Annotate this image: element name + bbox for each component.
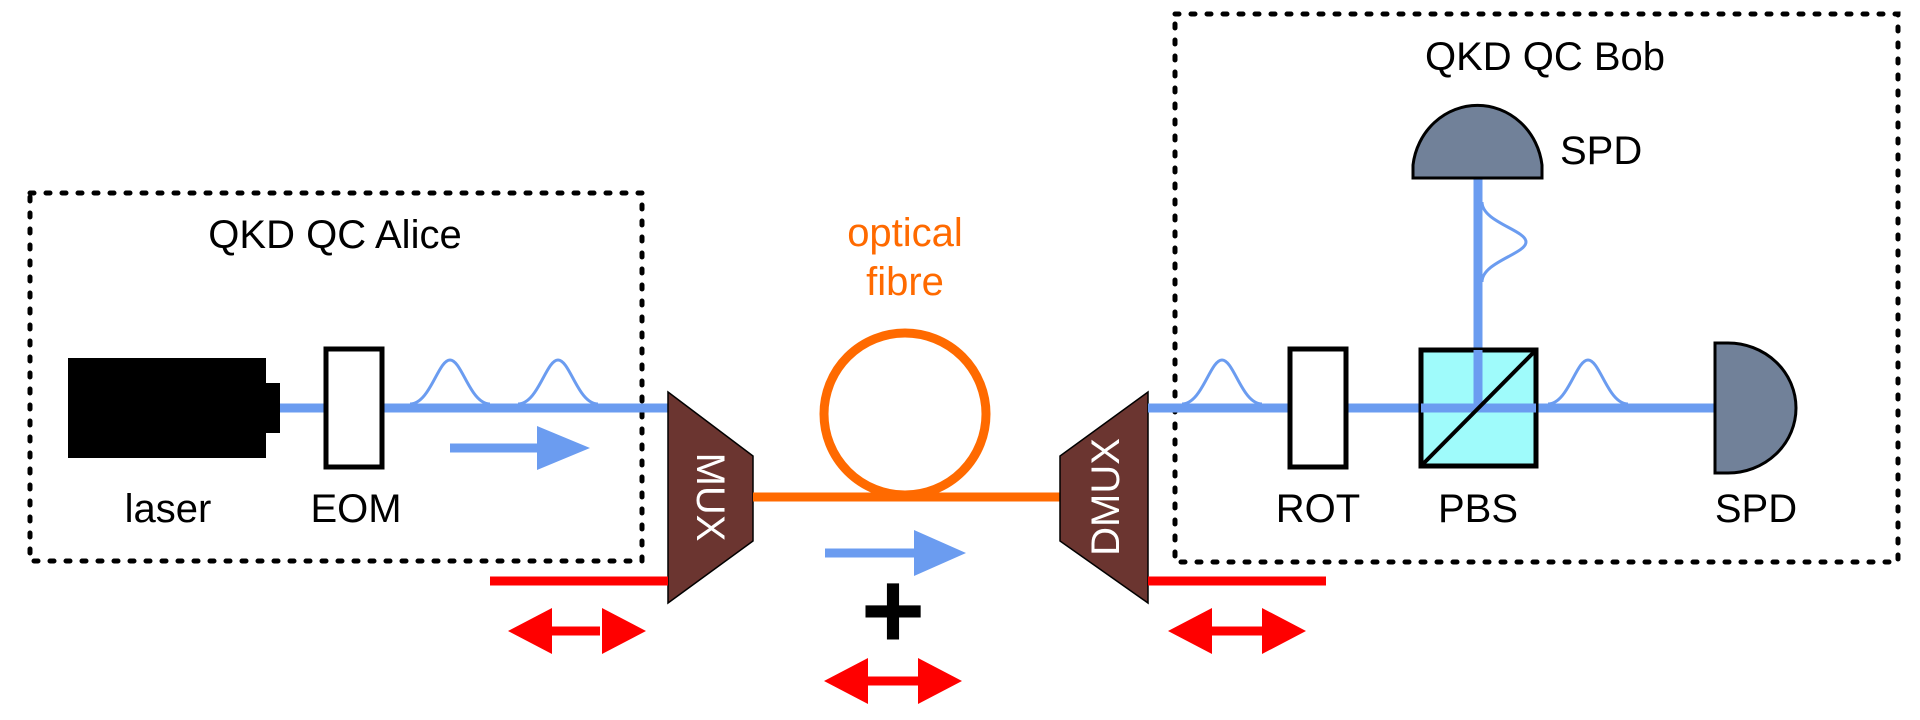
plus-symbol: + <box>861 549 925 672</box>
pbs-diagonal <box>1419 348 1538 468</box>
alice-title: QKD QC Alice <box>208 213 461 257</box>
bob-pulse-2 <box>1547 358 1629 406</box>
bob-pulse-vertical <box>1480 201 1528 283</box>
pbs-label: PBS <box>1438 487 1518 531</box>
rot-label: ROT <box>1276 487 1360 531</box>
spd-top-label: SPD <box>1560 129 1642 173</box>
classical-double-arrow-bob <box>1168 608 1306 654</box>
eom-label: EOM <box>310 487 401 531</box>
spd-right-label: SPD <box>1715 487 1797 531</box>
laser-label: laser <box>125 487 212 531</box>
channel-direction-arrow-head <box>914 530 966 576</box>
dmux-label: DMUX <box>1084 438 1128 556</box>
fibre-loop <box>819 328 991 500</box>
dmux <box>1059 390 1149 605</box>
laser <box>68 358 266 458</box>
alice-box <box>27 190 645 564</box>
laser-nozzle <box>264 383 280 433</box>
alice-pulse-1 <box>409 358 491 406</box>
bob-pulse-1 <box>1181 358 1263 406</box>
mux <box>667 390 754 605</box>
eom <box>323 346 385 470</box>
classical-double-arrow-alice <box>508 608 646 654</box>
bob-box <box>1172 11 1901 565</box>
spd-right-detector <box>1713 341 1798 475</box>
alice-pulse-2 <box>517 358 599 406</box>
alice-direction-arrow-head <box>537 426 590 470</box>
spd-top-detector <box>1411 104 1544 180</box>
fibre-label-line2: fibre <box>866 260 944 304</box>
fibre-label-line1: optical <box>847 211 963 255</box>
rot <box>1287 346 1349 470</box>
classical-double-arrow-center <box>824 658 962 704</box>
mux-label: MUX <box>688 453 732 542</box>
bob-title: QKD QC Bob <box>1425 35 1665 79</box>
